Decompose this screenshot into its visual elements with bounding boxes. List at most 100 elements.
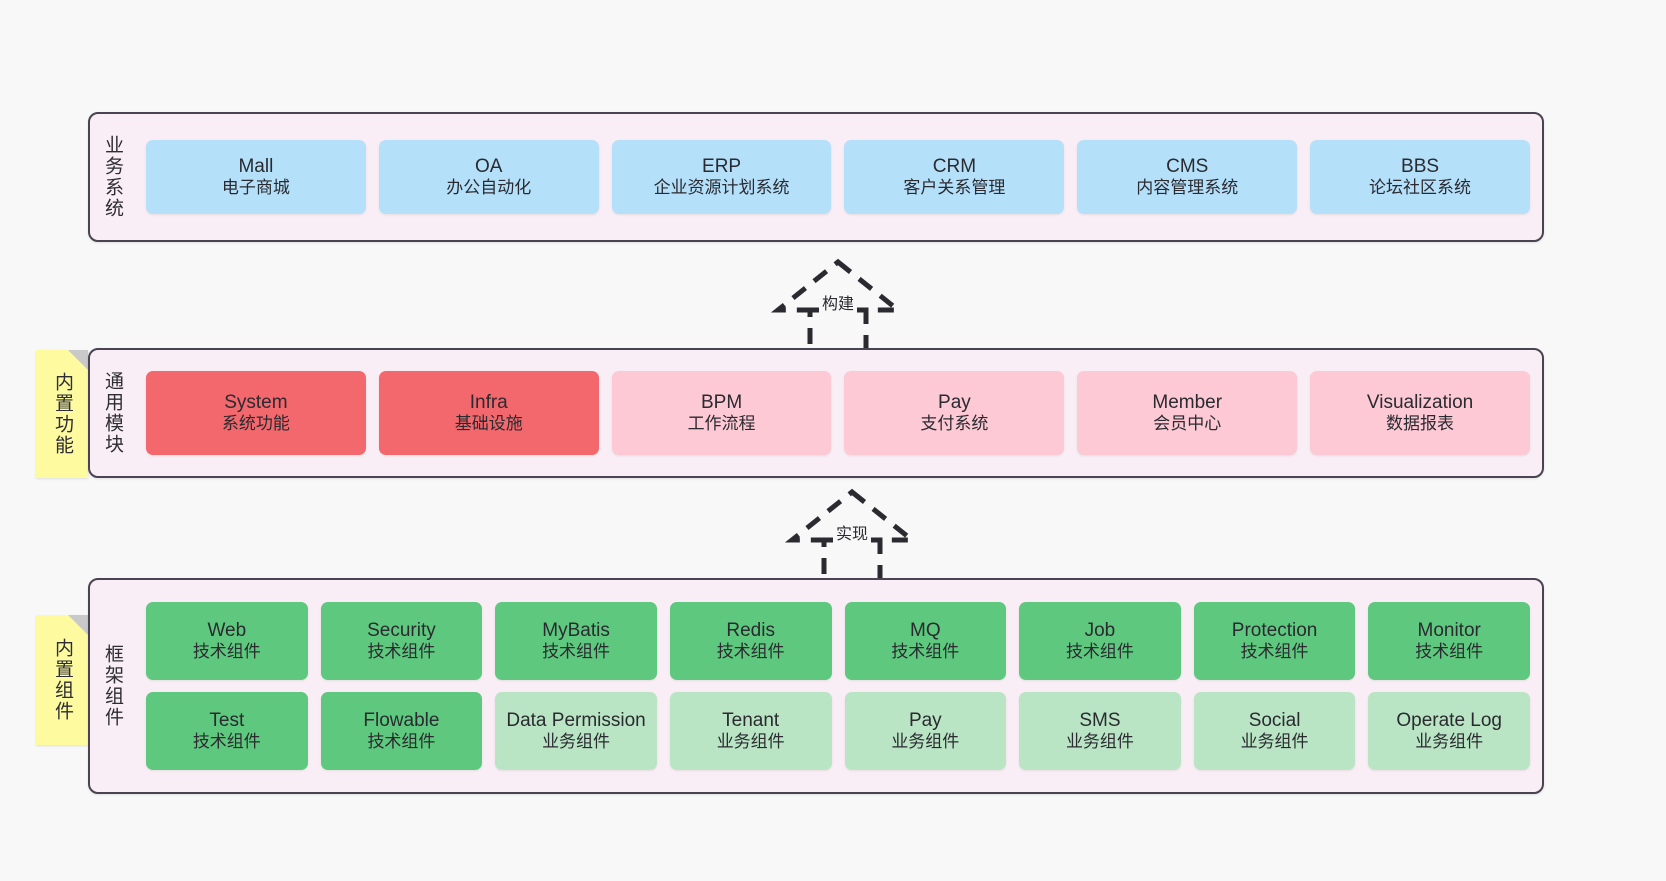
connector-realize: 实现	[762, 486, 942, 585]
node-tenant[interactable]: Tenant 业务组件	[669, 692, 832, 770]
node-label-en: Pay	[908, 710, 942, 732]
node-monitor[interactable]: Monitor 技术组件	[1368, 602, 1530, 680]
layer-body-framework: Web 技术组件 Security 技术组件 MyBatis 技术组件 Redi…	[134, 580, 1542, 792]
node-label-cn: 技术组件	[1240, 642, 1309, 662]
node-label-cn: 技术组件	[192, 732, 261, 752]
node-label-en: Mall	[238, 156, 274, 178]
layer-row: System 系统功能 Infra 基础设施 BPM 工作流程 Pay 支付系统…	[146, 371, 1530, 455]
node-sms[interactable]: SMS 业务组件	[1019, 692, 1181, 770]
layer-framework-components[interactable]: 框架组件 Web 技术组件 Security 技术组件 MyBatis 技术组件…	[88, 578, 1544, 794]
node-label-cn: 业务组件	[1065, 732, 1134, 752]
node-mq[interactable]: MQ 技术组件	[844, 602, 1007, 680]
node-job[interactable]: Job 技术组件	[1019, 602, 1181, 680]
node-web[interactable]: Web 技术组件	[146, 602, 308, 680]
node-label-en: OA	[475, 156, 503, 178]
layer-title-framework: 框架组件	[102, 644, 124, 728]
node-label-cn: 基础设施	[454, 414, 523, 434]
node-label-cn: 技术组件	[192, 642, 261, 662]
node-label-cn: 系统功能	[221, 414, 290, 434]
node-oa[interactable]: OA 办公自动化	[378, 140, 599, 214]
node-label-cn: 技术组件	[367, 732, 436, 752]
node-label-en: Member	[1152, 392, 1223, 414]
node-flowable[interactable]: Flowable 技术组件	[320, 692, 483, 770]
node-erp[interactable]: ERP 企业资源计划系统	[611, 140, 832, 214]
folded-corner-icon	[68, 615, 88, 635]
node-label-en: Web	[207, 620, 247, 642]
node-pay-business[interactable]: Pay 业务组件	[844, 692, 1007, 770]
node-label-en: Security	[367, 620, 436, 642]
node-label-cn: 工作流程	[687, 414, 756, 434]
node-redis[interactable]: Redis 技术组件	[669, 602, 832, 680]
node-label-cn: 支付系统	[920, 414, 989, 434]
connector-build: 构建	[748, 256, 928, 355]
node-label-en: Protection	[1231, 620, 1318, 642]
node-label-cn: 技术组件	[1415, 642, 1484, 662]
node-label-en: BBS	[1401, 156, 1440, 178]
layer-row-tech: Web 技术组件 Security 技术组件 MyBatis 技术组件 Redi…	[146, 602, 1530, 680]
node-label-cn: 办公自动化	[446, 178, 532, 198]
node-label-en: CMS	[1166, 156, 1209, 178]
node-label-cn: 技术组件	[891, 642, 960, 662]
node-label-en: SMS	[1079, 710, 1121, 732]
node-pay[interactable]: Pay 支付系统	[844, 371, 1065, 455]
folded-corner-icon	[68, 350, 88, 370]
node-infra[interactable]: Infra 基础设施	[378, 371, 599, 455]
node-label-en: Data Permission	[506, 710, 646, 732]
layer-title-common: 通用模块	[102, 371, 124, 455]
node-label-en: MyBatis	[542, 620, 610, 642]
layer-common-modules[interactable]: 通用模块 System 系统功能 Infra 基础设施 BPM 工作流程 Pay…	[88, 348, 1544, 478]
node-label-cn: 业务组件	[891, 732, 960, 752]
node-label-cn: 业务组件	[1240, 732, 1309, 752]
node-label-cn: 客户关系管理	[903, 178, 1006, 198]
node-social[interactable]: Social 业务组件	[1193, 692, 1356, 770]
node-label-en: MQ	[910, 620, 941, 642]
sticky-note-builtin-functions: 内置功能	[36, 350, 88, 478]
node-label-cn: 论坛社区系统	[1369, 178, 1472, 198]
node-label-cn: 业务组件	[542, 732, 611, 752]
node-label-en: Visualization	[1366, 392, 1474, 414]
node-member[interactable]: Member 会员中心	[1077, 371, 1298, 455]
node-security[interactable]: Security 技术组件	[320, 602, 483, 680]
layer-row-business: Test 技术组件 Flowable 技术组件 Data Permission …	[146, 692, 1530, 770]
node-label-cn: 业务组件	[716, 732, 785, 752]
connector-shaft-icon	[821, 537, 883, 585]
layer-row: Mall 电子商城 OA 办公自动化 ERP 企业资源计划系统 CRM 客户关系…	[146, 140, 1530, 214]
node-label-en: Redis	[726, 620, 775, 642]
node-cms[interactable]: CMS 内容管理系统	[1077, 140, 1298, 214]
node-label-en: Flowable	[363, 710, 440, 732]
node-label-en: Infra	[469, 392, 508, 414]
node-crm[interactable]: CRM 客户关系管理	[844, 140, 1065, 214]
node-mall[interactable]: Mall 电子商城	[146, 140, 366, 214]
node-label-en: Tenant	[722, 710, 780, 732]
node-label-cn: 技术组件	[1065, 642, 1134, 662]
sticky-note-label: 内置组件	[52, 638, 74, 722]
node-label-cn: 技术组件	[716, 642, 785, 662]
sticky-note-label: 内置功能	[52, 372, 74, 456]
node-data-permission[interactable]: Data Permission 业务组件	[495, 692, 657, 770]
node-label-cn: 企业资源计划系统	[653, 178, 790, 198]
node-protection[interactable]: Protection 技术组件	[1193, 602, 1356, 680]
node-visualization[interactable]: Visualization 数据报表	[1310, 371, 1530, 455]
node-mybatis[interactable]: MyBatis 技术组件	[495, 602, 657, 680]
node-system[interactable]: System 系统功能	[146, 371, 366, 455]
node-bpm[interactable]: BPM 工作流程	[611, 371, 832, 455]
layer-body-common: System 系统功能 Infra 基础设施 BPM 工作流程 Pay 支付系统…	[134, 350, 1542, 476]
node-label-cn: 会员中心	[1153, 414, 1222, 434]
layer-title-business: 业务系统	[102, 135, 124, 219]
node-label-cn: 业务组件	[1415, 732, 1484, 752]
node-label-en: Test	[209, 710, 245, 732]
connector-label-build: 构建	[818, 290, 858, 314]
connector-label-realize: 实现	[832, 520, 872, 544]
node-label-cn: 数据报表	[1386, 414, 1455, 434]
node-label-en: CRM	[932, 156, 977, 178]
node-test[interactable]: Test 技术组件	[146, 692, 308, 770]
node-label-cn: 技术组件	[542, 642, 611, 662]
node-label-en: Operate Log	[1396, 710, 1502, 732]
layer-business-systems[interactable]: 业务系统 Mall 电子商城 OA 办公自动化 ERP 企业资源计划系统 CRM…	[88, 112, 1544, 242]
node-label-en: System	[224, 392, 288, 414]
node-bbs[interactable]: BBS 论坛社区系统	[1310, 140, 1530, 214]
node-operate-log[interactable]: Operate Log 业务组件	[1368, 692, 1530, 770]
node-label-en: Social	[1248, 710, 1301, 732]
node-label-en: BPM	[700, 392, 743, 414]
